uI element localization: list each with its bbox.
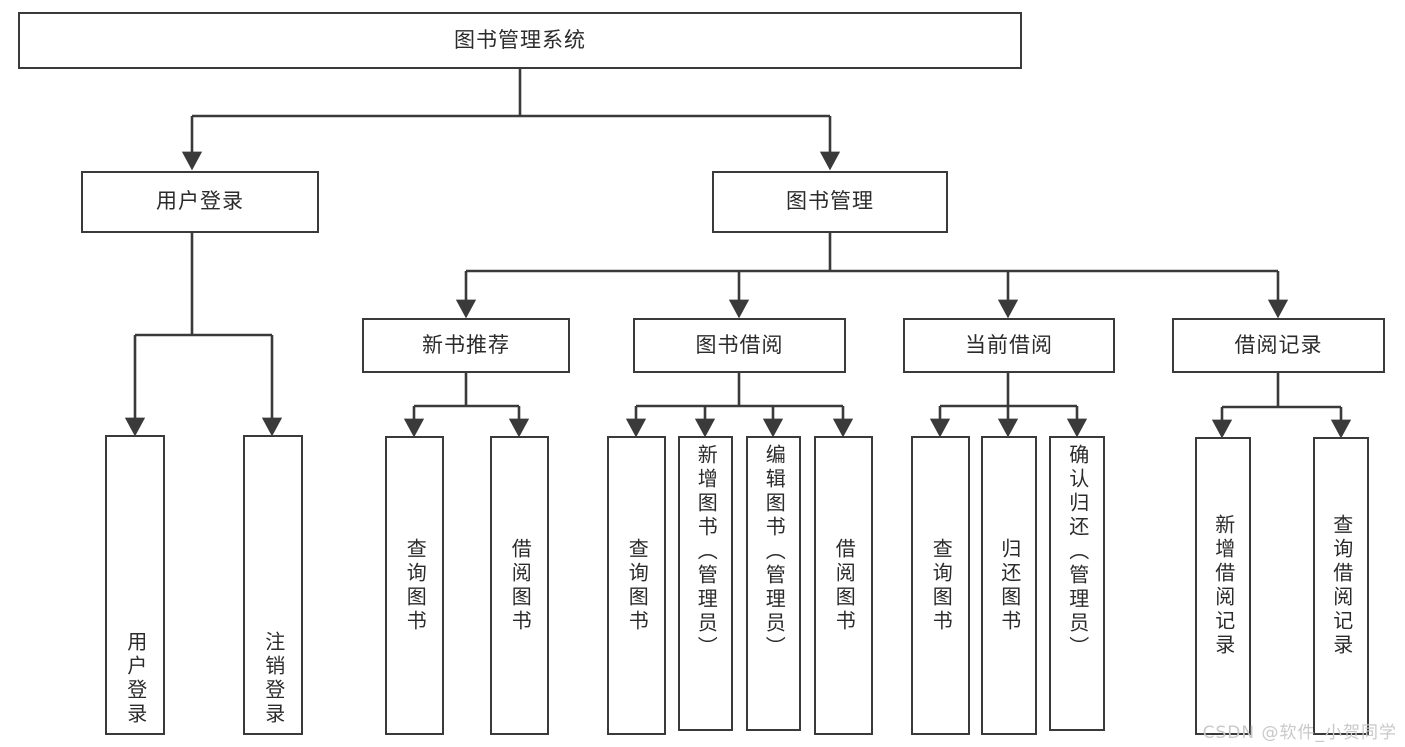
node-leaf-confirm-return[interactable]: 确认归还（管理员） <box>1049 436 1105 731</box>
node-leaf-logout[interactable]: 注销登录 <box>243 435 303 735</box>
node-leaf-query-book-2[interactable]: 查询图书 <box>607 436 666 735</box>
node-user-login-label: 用户登录 <box>156 189 244 214</box>
node-leaf-return-book-label: 归还图书 <box>997 537 1022 634</box>
node-current-borrow-label: 当前借阅 <box>965 332 1053 357</box>
node-leaf-edit-book-label: 编辑图书（管理员） <box>762 444 787 660</box>
node-book-borrow-label: 图书借阅 <box>695 332 784 357</box>
node-leaf-query-record[interactable]: 查询借阅记录 <box>1313 437 1369 735</box>
node-borrow-record-label: 借阅记录 <box>1234 332 1323 357</box>
node-new-book-rec[interactable]: 新书推荐 <box>362 318 570 373</box>
node-leaf-add-record-label: 新增借阅记录 <box>1211 514 1236 658</box>
node-leaf-confirm-return-label: 确认归还（管理员） <box>1065 444 1090 660</box>
node-new-book-rec-label: 新书推荐 <box>422 332 510 357</box>
node-book-manage[interactable]: 图书管理 <box>712 171 948 233</box>
node-leaf-return-book[interactable]: 归还图书 <box>981 436 1037 735</box>
node-book-manage-label: 图书管理 <box>786 189 874 214</box>
node-leaf-borrow-book-1[interactable]: 借阅图书 <box>490 436 549 735</box>
node-leaf-query-book-3[interactable]: 查询图书 <box>911 436 970 735</box>
node-leaf-edit-book[interactable]: 编辑图书（管理员） <box>746 436 801 731</box>
csdn-watermark: CSDN @软件_小贺同学 <box>1202 723 1397 743</box>
node-root[interactable]: 图书管理系统 <box>18 12 1022 69</box>
node-leaf-add-book[interactable]: 新增图书（管理员） <box>678 436 733 731</box>
node-leaf-borrow-book-2-label: 借阅图书 <box>832 537 857 634</box>
node-root-label: 图书管理系统 <box>454 27 586 52</box>
node-leaf-user-login-label: 用户登录 <box>123 631 148 727</box>
node-borrow-record[interactable]: 借阅记录 <box>1172 318 1385 373</box>
node-leaf-user-login[interactable]: 用户登录 <box>105 435 165 735</box>
node-book-borrow[interactable]: 图书借阅 <box>633 318 846 373</box>
node-user-login[interactable]: 用户登录 <box>81 171 319 233</box>
node-leaf-logout-label: 注销登录 <box>261 631 286 727</box>
node-leaf-borrow-book-1-label: 借阅图书 <box>508 537 533 634</box>
node-leaf-add-record[interactable]: 新增借阅记录 <box>1195 437 1251 735</box>
node-leaf-query-book-2-label: 查询图书 <box>625 537 650 634</box>
node-leaf-query-book-3-label: 查询图书 <box>929 537 954 634</box>
node-leaf-query-record-label: 查询借阅记录 <box>1329 514 1354 658</box>
node-leaf-query-book-1-label: 查询图书 <box>403 537 428 634</box>
node-leaf-add-book-label: 新增图书（管理员） <box>694 444 719 660</box>
node-leaf-query-book-1[interactable]: 查询图书 <box>385 436 444 735</box>
node-current-borrow[interactable]: 当前借阅 <box>903 318 1115 373</box>
node-leaf-borrow-book-2[interactable]: 借阅图书 <box>814 436 873 735</box>
